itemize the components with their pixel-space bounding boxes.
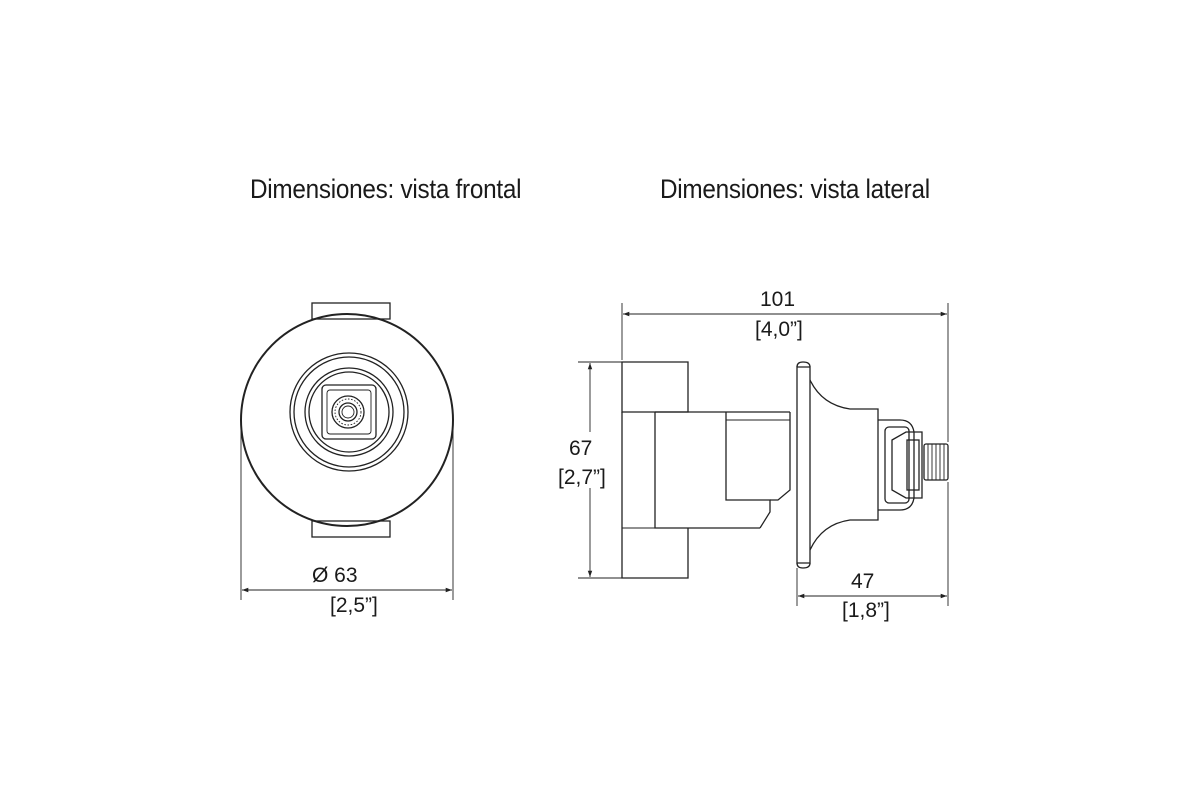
front-view: Ø 63 [2,5”]: [240, 302, 454, 617]
side-view: 101 [4,0”] 67 [2,7”] 47 [1,8”]: [556, 288, 949, 622]
side-length-in: [4,0”]: [755, 318, 803, 341]
front-flange-circle: [240, 313, 454, 527]
front-diameter-mm: Ø 63: [312, 564, 358, 587]
side-stem-mm: 47: [851, 570, 874, 593]
side-height-mm: 67: [569, 437, 592, 460]
front-diameter-in: [2,5”]: [330, 594, 378, 617]
side-length-mm: 101: [760, 288, 795, 311]
side-height-in: [2,7”]: [558, 466, 606, 489]
front-view-title: Dimensiones: vista frontal: [250, 174, 522, 204]
side-stem-in: [1,8”]: [842, 599, 890, 622]
side-view-title: Dimensiones: vista lateral: [660, 174, 930, 204]
